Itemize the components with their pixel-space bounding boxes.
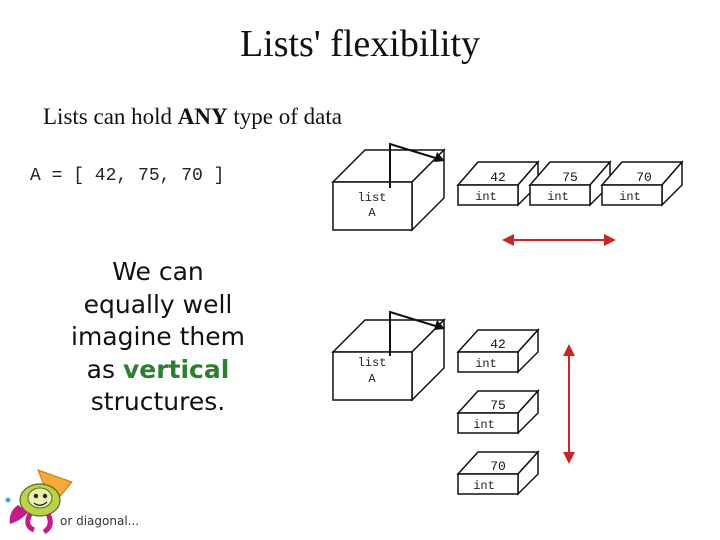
cell-h-75-type: int — [547, 190, 569, 204]
cell-v-42-front — [457, 351, 519, 373]
note-line-5: structures. — [90, 387, 226, 416]
vertical-note: We can equally well imagine them as vert… — [58, 256, 258, 419]
cell-v-75-type: int — [473, 418, 495, 432]
cell-h-75-front — [529, 184, 591, 206]
slide-title: Lists' flexibility — [239, 23, 481, 65]
subtitle-emphasis: ANY — [177, 104, 228, 129]
diagonal-caption: or diagonal... — [60, 514, 140, 528]
mascot-eye-left — [33, 493, 39, 499]
cell-h-70: 70 int — [600, 159, 684, 207]
note-line-4-prefix: as — [86, 354, 123, 384]
note-line-4: as vertical — [58, 354, 258, 387]
subtitle-suffix: type of data — [227, 104, 342, 129]
list-box-horizontal: list A — [331, 142, 446, 232]
list-box-front-face — [332, 181, 413, 231]
cell-v-70-value: 70 — [490, 459, 506, 474]
list-v-pointer-arrowhead — [434, 320, 445, 330]
list-box-vertical: list A — [331, 310, 446, 402]
cell-h-70-front — [601, 184, 663, 206]
cell-h-42-front — [457, 184, 519, 206]
mascot-clipart-icon — [5, 469, 73, 535]
cell-v-42-type: int — [475, 357, 497, 371]
cell-v-70-front — [457, 473, 519, 495]
list-pointer-arrow — [389, 142, 443, 188]
code-line: A = [ 42, 75, 70 ] — [30, 166, 225, 186]
mascot-eye-right — [42, 493, 48, 499]
list-box-label-line1: list — [358, 191, 387, 205]
note-emphasis-vertical: vertical — [122, 354, 230, 384]
cell-h-42-value: 42 — [490, 170, 506, 185]
cell-v-75: 75 int — [456, 389, 540, 435]
cell-v-75-front — [457, 412, 519, 434]
cell-h-42-type: int — [475, 190, 497, 204]
cell-h-42: 42 int — [456, 159, 540, 207]
mascot-sparkle — [5, 497, 11, 503]
list-v-pointer-arrow — [389, 310, 443, 356]
cell-v-70-type: int — [473, 479, 495, 493]
note-line-3: imagine them — [71, 322, 245, 351]
cell-v-75-value: 75 — [490, 398, 506, 413]
list-box-v-label-line1: list — [358, 356, 387, 370]
slide-subtitle: Lists can hold ANY type of data — [43, 104, 342, 130]
list-box-label-line2: A — [368, 206, 376, 220]
note-line-2: equally well — [83, 289, 233, 319]
cell-v-42-value: 42 — [490, 337, 506, 352]
cell-h-70-value: 70 — [636, 170, 652, 185]
mascot-cape — [9, 505, 28, 524]
subtitle-prefix: Lists can hold — [43, 104, 178, 129]
mascot-mouth — [33, 501, 48, 506]
list-box-v-front-face — [332, 351, 413, 401]
cell-h-70-type: int — [619, 190, 641, 204]
cell-v-70: 70 int — [456, 450, 540, 496]
list-box-v-label-line2: A — [368, 372, 376, 386]
cell-h-75: 75 int — [528, 159, 612, 207]
list-pointer-arrowhead — [434, 152, 445, 162]
note-line-1: We can — [112, 257, 204, 286]
cell-h-75-value: 75 — [562, 170, 578, 185]
mascot-legs — [25, 512, 53, 535]
cell-v-42: 42 int — [456, 328, 540, 374]
